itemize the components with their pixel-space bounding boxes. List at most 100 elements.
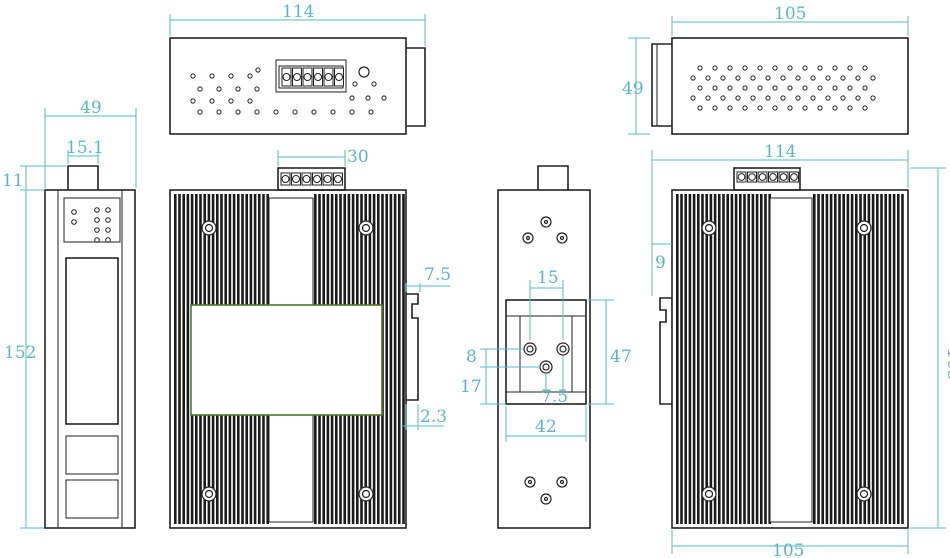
heatsink-fin [834, 194, 837, 524]
dim-connector-width: 30 [277, 147, 369, 167]
led-dot [105, 227, 111, 233]
back-din-rail [505, 299, 587, 405]
heatsink-fin [838, 194, 841, 524]
vent-hole [712, 85, 718, 91]
vent-hole [795, 75, 801, 81]
heatsink-fin [705, 194, 708, 524]
dim-top-width: 114 [169, 2, 426, 46]
vent-hole [735, 95, 741, 101]
terminal-screw [282, 73, 291, 81]
vent-hole [727, 65, 733, 71]
vent-hole [780, 95, 786, 101]
heatsink-fin [751, 194, 755, 524]
heatsink-fin [755, 194, 759, 524]
dim-side-offset: 11 [2, 165, 66, 191]
dim-back-hole-h-label: 7.5 [541, 387, 568, 407]
side-port-1 [65, 435, 119, 475]
back-holes [522, 216, 570, 505]
dim-right-top-height: 49 [622, 37, 650, 135]
heatsink-fin [863, 194, 866, 524]
vent-hole [750, 95, 756, 101]
dim-back-hole-vertical: 8 17 [460, 347, 540, 405]
terminal-cell [789, 171, 799, 183]
led-dot [71, 209, 77, 215]
led-dot [105, 207, 111, 213]
terminal-cell [778, 171, 789, 183]
dim-back-rail-width-label: 42 [535, 417, 557, 437]
vent-hole [228, 98, 234, 104]
heatsink-fin [398, 194, 401, 524]
vent-hole [381, 95, 387, 101]
vent-hole [757, 65, 763, 71]
terminal-screw [790, 173, 798, 181]
vent-hole [825, 95, 831, 101]
vent-hole [832, 105, 838, 111]
dim-rear-offset-label: 9 [655, 253, 666, 273]
vent-hole [780, 75, 786, 81]
dim-side-connector-label: 15.1 [66, 138, 104, 158]
vent-hole [802, 65, 808, 71]
vent-hole [765, 75, 771, 81]
heatsink-fin [697, 194, 700, 524]
side-label-window [65, 257, 119, 425]
vent-hole [772, 85, 778, 91]
terminal-screw [758, 173, 767, 181]
vent-hole [847, 85, 853, 91]
heatsink-fin [739, 194, 742, 524]
vent-hole [772, 65, 778, 71]
dim-right-top-height-label: 49 [622, 79, 644, 99]
heatsink-fin [402, 194, 405, 524]
heatsink-fin [389, 194, 393, 524]
dim-rear-width-bottom-label: 105 [772, 541, 804, 558]
terminal-cell [302, 67, 313, 87]
vent-hole [855, 75, 861, 81]
terminal-screw [334, 175, 342, 183]
front-din-clip [406, 293, 419, 401]
led-dot [94, 237, 100, 243]
terminal-cell [313, 67, 323, 87]
vent-hole [870, 75, 876, 81]
vent-hole [765, 95, 771, 101]
terminal-cell [301, 172, 312, 186]
heatsink-fin [817, 194, 820, 524]
vent-hole [787, 105, 793, 111]
terminal-screw [324, 73, 333, 81]
vent-hole [330, 109, 336, 115]
vent-hole [742, 65, 748, 71]
vent-hole [817, 65, 823, 71]
dim-rear-width-bottom: 105 [671, 530, 909, 558]
vent-hole [757, 85, 763, 91]
terminal-screw [293, 73, 301, 81]
vent-hole [292, 109, 298, 115]
terminal-screw [737, 173, 746, 181]
heatsink-fin [743, 194, 746, 524]
vent-hole [825, 75, 831, 81]
front-screw-holes [201, 220, 374, 502]
vent-hole [735, 75, 741, 81]
vent-hole [368, 109, 374, 115]
vent-hole [349, 109, 355, 115]
heatsink-fin [174, 194, 177, 524]
dim-rail-offset-top-label: 7.5 [424, 265, 451, 285]
dim-back-hole-spacing-label: 15 [537, 268, 559, 288]
heatsink-fin [734, 194, 738, 524]
heatsink-fin [884, 194, 887, 524]
heatsink-fin [850, 194, 854, 524]
vent-hole [772, 105, 778, 111]
rear-din-clip [659, 297, 672, 405]
heatsink-fin [859, 194, 862, 524]
heatsink-fin [692, 194, 696, 524]
vent-hole [712, 105, 718, 111]
vent-hole [311, 109, 317, 115]
heatsink-fin [871, 194, 875, 524]
terminal-cell [747, 171, 757, 183]
front-label-panel [190, 304, 383, 416]
vent-hole [742, 105, 748, 111]
dim-rail-offset-bottom: 2.3 [400, 404, 447, 430]
dim-back-rail-width: 42 [505, 406, 587, 442]
vent-hole [795, 95, 801, 101]
led-dot [94, 207, 100, 213]
dim-side-height-label: 152 [4, 343, 36, 363]
vent-hole [840, 75, 846, 81]
